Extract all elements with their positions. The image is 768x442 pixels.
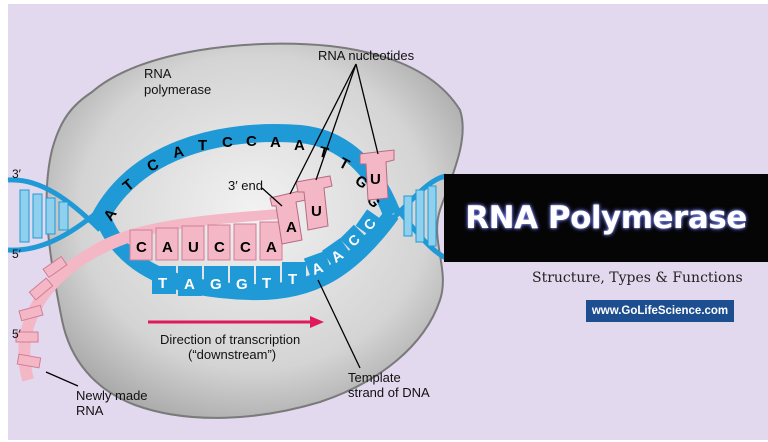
coding-base: C — [222, 134, 233, 151]
three-prime-end-label: 3′ end — [228, 178, 263, 193]
polymerase-label-line2: polymerase — [144, 82, 211, 97]
newly-made-rna-tail — [18, 230, 132, 382]
direction-arrow-icon — [148, 316, 324, 328]
title-banner: RNA Polymerase — [444, 174, 768, 262]
coding-base: C — [246, 133, 257, 150]
rna-base: C — [240, 239, 251, 256]
coding-base: T — [198, 137, 207, 154]
page-title: RNA Polymerase — [465, 200, 747, 236]
rna-tail-rungs — [15, 255, 68, 369]
dna-right-rungs — [403, 185, 437, 247]
direction-label: Direction of transcription — [160, 332, 300, 347]
coding-base: A — [294, 137, 305, 154]
coding-base: A — [270, 134, 281, 151]
website-link[interactable]: www.GoLifeScience.com — [586, 300, 734, 322]
incoming-base: U — [370, 171, 381, 188]
direction-label-line2: (“downstream”) — [188, 347, 276, 362]
template-base: A — [184, 276, 195, 293]
strand-end-label: 5′ — [12, 247, 22, 261]
coding-base: A — [171, 143, 185, 162]
newly-made-rna-label-line2: RNA — [76, 403, 104, 418]
incoming-base: U — [311, 203, 322, 220]
pointer-lines — [45, 63, 379, 387]
subtitle: Structure, Types & Functions — [532, 270, 743, 286]
template-strand-label-line2: strand of DNA — [348, 385, 430, 400]
template-base: G — [236, 276, 248, 293]
rna-base: C — [136, 239, 147, 256]
newly-made-rna-label: Newly made — [76, 388, 148, 403]
polymerase-label: RNA — [144, 66, 172, 81]
rna-base: C — [214, 239, 225, 256]
rna-bases: C A U C C A — [129, 221, 283, 261]
template-strand-label: Template — [348, 370, 401, 385]
strand-end-label: 3′ — [12, 167, 22, 181]
incoming-nucleotides: A U U — [269, 149, 395, 245]
template-strand-bases: T A G G T T A A C C — [152, 209, 389, 296]
template-base: G — [210, 276, 222, 293]
incoming-base: A — [286, 219, 297, 236]
rna-base: A — [162, 239, 173, 256]
strand-end-label: 5′ — [12, 327, 22, 341]
nucleotides-label: RNA nucleotides — [318, 48, 415, 63]
template-base: T — [158, 275, 167, 292]
template-base: T — [262, 275, 271, 292]
template-base: T — [288, 271, 297, 288]
rna-base: U — [188, 239, 199, 256]
dna-left-rungs — [19, 189, 69, 243]
rna-base: A — [266, 239, 277, 256]
